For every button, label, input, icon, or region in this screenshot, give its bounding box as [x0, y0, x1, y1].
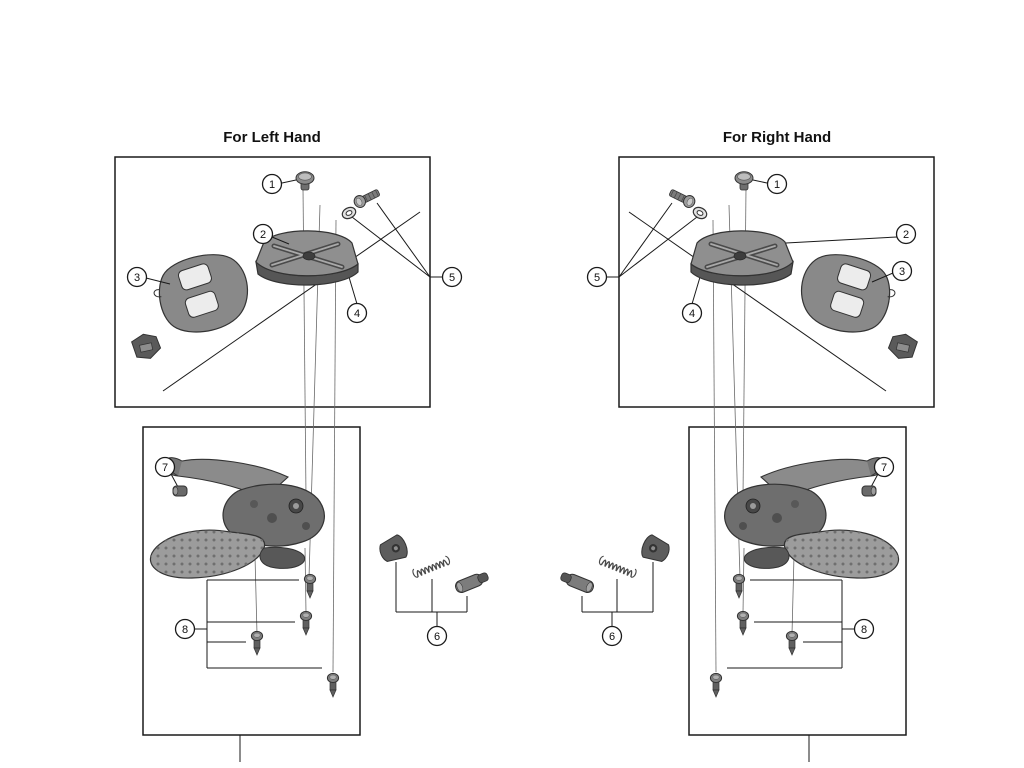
left-panel-title: For Left Hand [223, 129, 321, 146]
callout-3-right: 3 [891, 260, 913, 282]
callout-6-left-label: 6 [434, 631, 440, 643]
callout-3-left: 3 [126, 266, 148, 288]
callout-1-left: 1 [261, 173, 283, 195]
callout-8-right-label: 8 [861, 624, 867, 636]
callout-4-left-label: 4 [354, 308, 360, 320]
callout-1-right: 1 [766, 173, 788, 195]
callout-5-right-label: 5 [594, 272, 600, 284]
callout-7-left: 7 [154, 456, 176, 478]
callout-8-left: 8 [174, 618, 196, 640]
right-panel: For Right Hand 1 2 3 4 5 7 8 6 [559, 129, 934, 762]
leader-3-right [871, 272, 894, 283]
leader-2-left [271, 236, 290, 245]
leader-3-left [145, 277, 171, 285]
callout-7-right-label: 7 [881, 462, 887, 474]
callout-4-right: 4 [681, 302, 703, 324]
callout-2-right-label: 2 [903, 229, 909, 241]
callout-4-right-label: 4 [689, 308, 695, 320]
callout-2-left-label: 2 [260, 229, 266, 241]
callout-6-right-label: 6 [609, 631, 615, 643]
callout-6-right: 6 [601, 625, 623, 647]
callout-5-left: 5 [441, 266, 463, 288]
callout-8-left-label: 8 [182, 624, 188, 636]
callout-7-right: 7 [873, 456, 895, 478]
callout-1-right-label: 1 [774, 179, 780, 191]
leader-2-right [785, 236, 898, 244]
callout-7-left-label: 7 [162, 462, 168, 474]
callout-2-left: 2 [252, 223, 274, 245]
callout-8-right: 8 [853, 618, 875, 640]
callout-5-left-label: 5 [449, 272, 455, 284]
right-panel-title: For Right Hand [723, 129, 831, 146]
callout-2-right: 2 [895, 223, 917, 245]
callout-3-left-label: 3 [134, 272, 140, 284]
callout-3-right-label: 3 [899, 266, 905, 278]
callout-6-left: 6 [426, 625, 448, 647]
left-panel: For Left Hand 1 2 3 4 5 7 8 6 [115, 129, 490, 762]
callout-1-left-label: 1 [269, 179, 275, 191]
callout-5-right: 5 [586, 266, 608, 288]
callout-4-left: 4 [346, 302, 368, 324]
